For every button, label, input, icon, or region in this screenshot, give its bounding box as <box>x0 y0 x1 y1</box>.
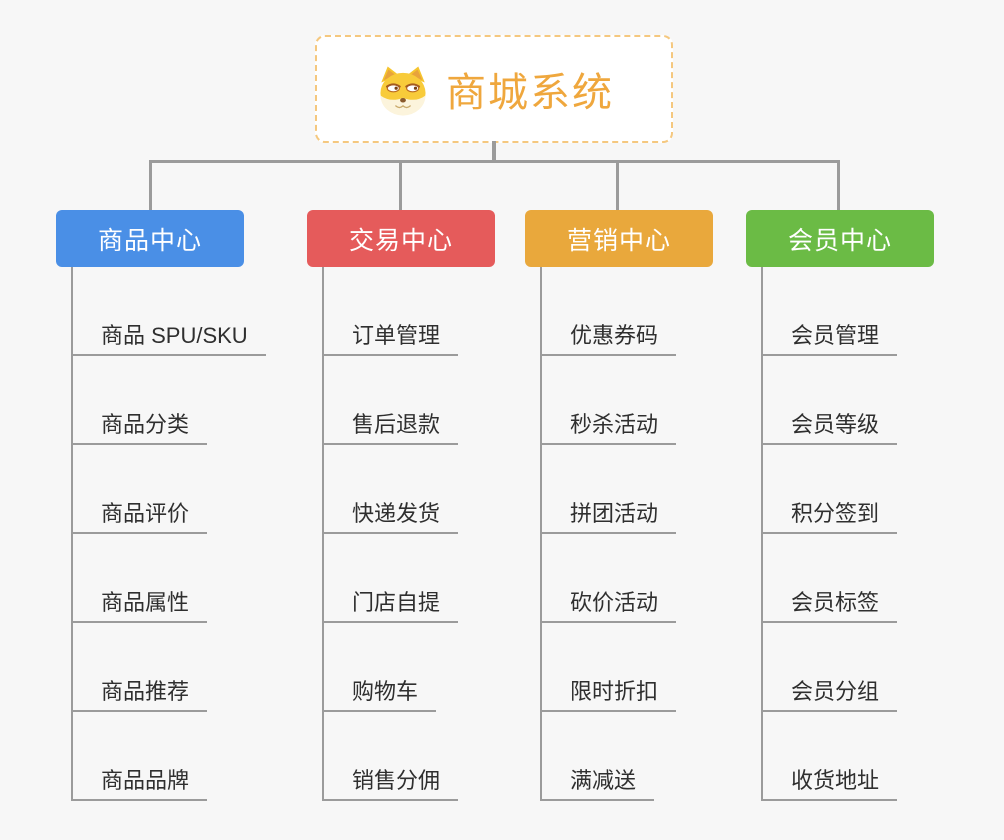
branch-connector-line <box>540 267 542 801</box>
sub-topic[interactable]: 购物车 <box>322 623 437 712</box>
sub-topic[interactable]: 商品品牌 <box>71 712 208 801</box>
branch-column: 营销中心优惠券码秒杀活动拼团活动砍价活动限时折扣满减送 <box>525 210 755 810</box>
sub-topic[interactable]: 售后退款 <box>322 356 459 445</box>
sub-topic[interactable]: 砍价活动 <box>540 534 677 623</box>
sub-topic-list: 会员管理会员等级积分签到会员标签会员分组收货地址 <box>761 267 976 801</box>
sub-topic[interactable]: 会员分组 <box>761 623 898 712</box>
branch-topic[interactable]: 交易中心 <box>307 210 495 267</box>
sub-topic[interactable]: 收货地址 <box>761 712 898 801</box>
root-topic-label: 商城系统 <box>446 71 614 115</box>
sub-topic[interactable]: 商品 SPU/SKU <box>71 267 266 356</box>
sub-topic[interactable]: 限时折扣 <box>540 623 677 712</box>
sub-topic[interactable]: 会员管理 <box>761 267 898 356</box>
connector-drop-line <box>837 160 840 211</box>
sub-topic[interactable]: 快递发货 <box>322 445 459 534</box>
sub-topic[interactable]: 商品属性 <box>71 534 208 623</box>
branch-topic[interactable]: 会员中心 <box>746 210 934 267</box>
sub-topic-list: 订单管理售后退款快递发货门店自提购物车销售分佣 <box>322 267 537 801</box>
sub-topic[interactable]: 订单管理 <box>322 267 459 356</box>
connector-root-stem <box>492 141 496 163</box>
connector-bus-line <box>149 160 840 163</box>
sub-topic[interactable]: 积分签到 <box>761 445 898 534</box>
branch-connector-line <box>761 267 763 801</box>
sub-topic[interactable]: 销售分佣 <box>322 712 459 801</box>
sub-topic[interactable]: 商品评价 <box>71 445 208 534</box>
branch-column: 交易中心订单管理售后退款快递发货门店自提购物车销售分佣 <box>307 210 537 810</box>
sub-topic[interactable]: 门店自提 <box>322 534 459 623</box>
branch-topic[interactable]: 营销中心 <box>525 210 713 267</box>
sub-topic[interactable]: 会员等级 <box>761 356 898 445</box>
sub-topic[interactable]: 秒杀活动 <box>540 356 677 445</box>
connector-drop-line <box>399 160 402 211</box>
sub-topic[interactable]: 商品分类 <box>71 356 208 445</box>
root-topic[interactable]: 商城系统 <box>315 35 673 143</box>
sub-topic[interactable]: 商品推荐 <box>71 623 208 712</box>
sub-topic[interactable]: 优惠券码 <box>540 267 677 356</box>
sub-topic[interactable]: 满减送 <box>540 712 655 801</box>
branch-topic[interactable]: 商品中心 <box>56 210 244 267</box>
branch-connector-line <box>322 267 324 801</box>
sub-topic-list: 优惠券码秒杀活动拼团活动砍价活动限时折扣满减送 <box>540 267 755 801</box>
connector-drop-line <box>616 160 619 211</box>
sub-topic[interactable]: 拼团活动 <box>540 445 677 534</box>
sub-topic[interactable]: 会员标签 <box>761 534 898 623</box>
branch-column: 会员中心会员管理会员等级积分签到会员标签会员分组收货地址 <box>746 210 976 810</box>
branch-connector-line <box>71 267 73 801</box>
doge-icon <box>380 66 426 116</box>
connector-drop-line <box>149 160 152 211</box>
